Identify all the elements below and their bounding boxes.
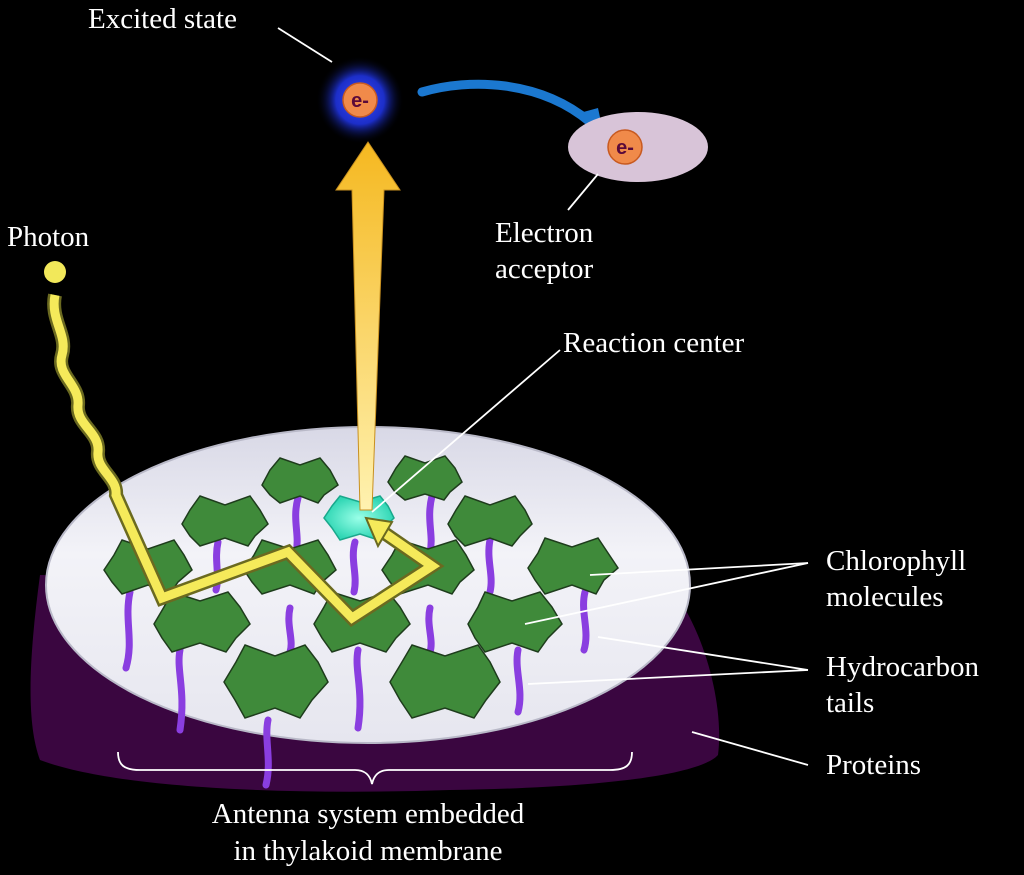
excited-electron-symbol: e- xyxy=(351,90,369,112)
chlorophyll-molecule xyxy=(527,537,619,595)
antenna-brace xyxy=(117,751,633,785)
label-electron-acceptor-1: Electron xyxy=(495,217,594,249)
acceptor-electron-symbol: e- xyxy=(616,137,634,159)
chlorophyll-molecule xyxy=(153,591,251,653)
label-chlorophyll-2: molecules xyxy=(826,581,944,613)
label-electron-acceptor-2: acceptor xyxy=(495,253,594,285)
leader-lines xyxy=(277,27,809,766)
label-reaction-center: Reaction center xyxy=(563,327,744,359)
excitation-arrow xyxy=(335,141,401,511)
label-chlorophyll-1: Chlorophyll xyxy=(826,545,966,577)
photon-path xyxy=(44,261,445,628)
chlorophyll-molecule xyxy=(447,495,533,547)
chlorophyll-molecule xyxy=(387,455,463,501)
label-excited-state: Excited state xyxy=(88,3,237,35)
label-hydrocarbon-2: tails xyxy=(826,687,874,719)
transfer-arrow xyxy=(417,79,595,127)
photon-dot xyxy=(44,261,66,283)
chlorophyll-molecule xyxy=(261,457,339,504)
label-hydrocarbon-1: Hydrocarbon xyxy=(826,651,980,683)
chlorophyll-molecule xyxy=(467,591,563,653)
label-photon: Photon xyxy=(7,221,90,253)
chlorophyll-molecule xyxy=(389,644,501,719)
chlorophyll-molecule xyxy=(181,495,269,547)
chlorophyll-molecules xyxy=(103,455,619,719)
acceptor-electron xyxy=(607,129,643,165)
label-antenna-2: in thylakoid membrane xyxy=(234,835,503,867)
chlorophyll-molecule xyxy=(223,644,329,719)
label-proteins: Proteins xyxy=(826,749,921,781)
label-antenna-1: Antenna system embedded xyxy=(212,798,525,830)
excited-electron xyxy=(342,82,378,118)
